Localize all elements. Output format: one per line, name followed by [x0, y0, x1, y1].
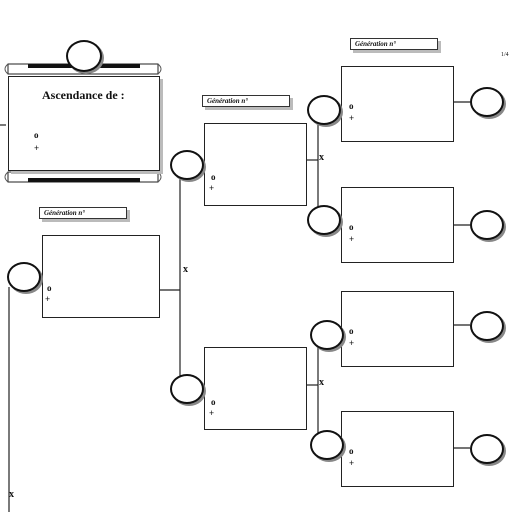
- gen2-lower-plus-symbol: +: [209, 408, 215, 418]
- gen2-lower-o-symbol: o: [211, 397, 216, 407]
- gen3-box2-right-oval: [470, 210, 504, 240]
- gen2-lower-person-box: [204, 347, 307, 430]
- gen2-lower-connector-x: x: [319, 377, 324, 388]
- gen3-box1-o-symbol: o: [349, 101, 354, 111]
- gen2-lower-oval: [170, 374, 204, 404]
- gen3-person-box-2: [341, 187, 454, 263]
- gen1-connector-x: x: [183, 264, 188, 275]
- gen2-upper-oval: [170, 150, 204, 180]
- gen2-upper-o-symbol: o: [211, 172, 216, 182]
- gen3-person-box-4: [341, 411, 454, 487]
- gen3-box4-o-symbol: o: [349, 446, 354, 456]
- gen1-person-box: [42, 235, 160, 318]
- gen3-person-box-3: [341, 291, 454, 367]
- gen3-box1-left-oval: [307, 95, 341, 125]
- gen3-box2-left-oval: [307, 205, 341, 235]
- gen2-upper-person-box: [204, 123, 307, 206]
- main-box-plus-symbol: +: [34, 143, 40, 153]
- gen1-plus-symbol: +: [45, 294, 51, 304]
- gen3-box4-left-oval: [310, 430, 344, 460]
- gen3-box3-right-oval: [470, 311, 504, 341]
- gen2-upper-generation-label: Génération n°: [202, 95, 290, 107]
- gen1-o-symbol: o: [47, 283, 52, 293]
- main-box-o-symbol: o: [34, 130, 39, 140]
- gen3-box2-plus-symbol: +: [349, 234, 355, 244]
- gen1-generation-label: Génération n°: [39, 207, 127, 219]
- gen3-box1-right-oval: [470, 87, 504, 117]
- gen3-generation-label: Génération n°: [350, 38, 438, 50]
- gen3-box4-plus-symbol: +: [349, 458, 355, 468]
- gen3-box4-right-oval: [470, 434, 504, 464]
- gen3-box3-plus-symbol: +: [349, 338, 355, 348]
- trunk-connector-x: x: [9, 489, 14, 500]
- gen3-box1-plus-symbol: +: [349, 113, 355, 123]
- gen2-upper-connector-x: x: [319, 152, 324, 163]
- gen3-box3-left-oval: [310, 320, 344, 350]
- main-box-title: Ascendance de :: [42, 88, 125, 102]
- main-ascendance-box: [8, 76, 160, 171]
- gen3-box2-o-symbol: o: [349, 222, 354, 232]
- gen1-oval: [7, 262, 41, 292]
- gen2-upper-plus-symbol: +: [209, 183, 215, 193]
- gen3-person-box-1: [341, 66, 454, 142]
- gen3-box3-o-symbol: o: [349, 326, 354, 336]
- main-box-oval: [66, 40, 102, 72]
- page-corner-number: 1/4: [501, 52, 509, 58]
